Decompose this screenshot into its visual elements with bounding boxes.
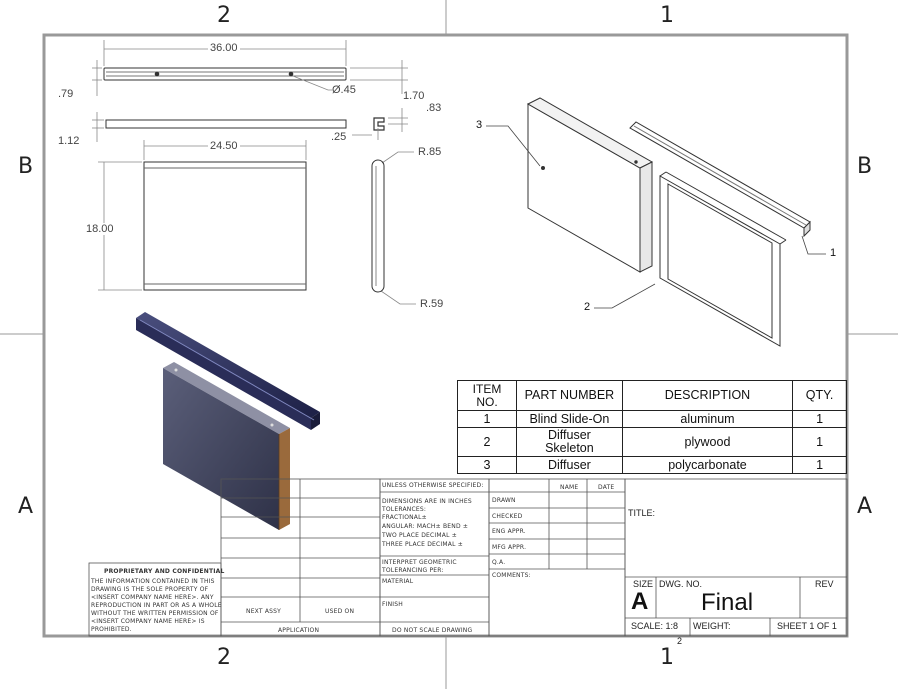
bom-row: 1 Blind Slide-On aluminum 1 — [457, 410, 847, 428]
zone-label-top-1: 1 — [660, 3, 674, 28]
panel-front-view — [143, 161, 307, 291]
dimension-lines — [92, 40, 416, 305]
bom-cell-item: 1 — [457, 410, 517, 428]
proprietary-line: <INSERT COMPANY NAME HERE> IS — [91, 618, 205, 625]
bom-row: 3 Diffuser polycarbonate 1 — [457, 456, 847, 474]
bom-cell-item: 2 — [457, 427, 517, 457]
bom-header-part: PART NUMBER — [515, 380, 623, 411]
bom-row: 2 Diffuser Skeleton plywood 1 — [457, 427, 847, 457]
tb-dims-in: DIMENSIONS ARE IN INCHES — [382, 498, 472, 505]
tb-qa: Q.A. — [492, 559, 506, 566]
tb-fractional: FRACTIONAL± — [382, 514, 427, 521]
tb-checked: CHECKED — [492, 513, 523, 520]
dim-height-79: .79 — [58, 88, 74, 100]
tb-comments: COMMENTS: — [492, 572, 531, 579]
tb-angular: ANGULAR: MACH± BEND ± — [382, 523, 469, 530]
bom-header-item: ITEM NO. — [457, 380, 517, 411]
zone-label-right-b: B — [857, 154, 873, 179]
title-block-grid — [88, 478, 848, 637]
tb-three-place: THREE PLACE DECIMAL ± — [382, 541, 463, 548]
bom-header-qty: QTY. — [792, 380, 847, 411]
dim-112: 1.12 — [58, 135, 80, 147]
zone-label-left-a: A — [18, 494, 34, 519]
tb-interpret: INTERPRET GEOMETRIC — [382, 559, 457, 566]
bom-cell-description: polycarbonate — [621, 456, 794, 474]
shaded-iso-view — [136, 312, 320, 530]
dim-25: .25 — [331, 131, 347, 143]
proprietary-line: PROHIBITED. — [91, 626, 132, 633]
dim-height: 18.00 — [86, 223, 114, 235]
iso-exploded-view — [526, 97, 811, 347]
balloon-2: 2 — [584, 301, 591, 313]
bill-of-materials: ITEM NO. PART NUMBER DESCRIPTION QTY. 1 … — [457, 380, 847, 474]
tb-size-value: A — [631, 588, 649, 615]
bom-header-description: DESCRIPTION — [621, 380, 794, 411]
bom-cell-qty: 1 — [792, 410, 847, 428]
tb-eng-appr: ENG APPR. — [492, 528, 526, 535]
panel-side-view — [371, 159, 385, 293]
dim-83: .83 — [426, 102, 442, 114]
dim-hole: Ø.45 — [332, 84, 356, 96]
zone-label-top-2: 2 — [217, 3, 231, 28]
zone-label-bottom-1: 1 — [660, 645, 674, 670]
proprietary-line: REPRODUCTION IN PART OR AS A WHOLE — [91, 602, 222, 609]
proprietary-line: <INSERT COMPANY NAME HERE>. ANY — [91, 594, 214, 601]
bom-cell-part: Diffuser Skeleton — [515, 427, 623, 457]
tb-application: APPLICATION — [278, 627, 320, 634]
tb-size-label: SIZE — [633, 579, 654, 589]
tb-two-place: TWO PLACE DECIMAL ± — [382, 532, 457, 539]
zone-label-bottom-2: 2 — [217, 645, 231, 670]
tb-finish: FINISH — [382, 601, 403, 608]
bom-cell-item: 3 — [457, 456, 517, 474]
bom-cell-part: Blind Slide-On — [515, 410, 623, 428]
tb-page-num: 2 — [677, 636, 683, 646]
dim-length: 36.00 — [208, 42, 240, 54]
dim-r85: R.85 — [418, 146, 442, 158]
bom-cell-description: plywood — [621, 427, 794, 457]
tb-date: DATE — [598, 484, 615, 491]
proprietary-line: THE INFORMATION CONTAINED IN THIS — [91, 578, 215, 585]
proprietary-line: DRAWING IS THE SOLE PROPERTY OF — [91, 586, 209, 593]
tb-sheet: SHEET 1 OF 1 — [777, 621, 837, 631]
tb-tolerancing: TOLERANCING PER: — [382, 567, 444, 574]
tb-used-on: USED ON — [325, 608, 355, 615]
bom-cell-description: aluminum — [621, 410, 794, 428]
dim-r59: R.59 — [420, 298, 444, 310]
rail-top-view — [103, 67, 347, 81]
tb-dwg-no-label: DWG. NO. — [659, 579, 702, 589]
tb-rev-label: REV — [815, 579, 834, 589]
tb-dwg-no-value: Final — [701, 589, 754, 616]
tb-mfg-appr: MFG APPR. — [492, 544, 527, 551]
tb-tolerances: TOLERANCES: — [382, 506, 427, 513]
zone-label-right-a: A — [857, 494, 873, 519]
tb-material: MATERIAL — [382, 578, 414, 585]
balloon-3: 3 — [476, 119, 483, 131]
zone-label-left-b: B — [18, 154, 34, 179]
tb-scale: SCALE: 1:8 — [631, 621, 679, 631]
bom-cell-qty: 1 — [792, 427, 847, 457]
tb-next-assy: NEXT ASSY — [246, 608, 282, 615]
balloon-leaders — [486, 125, 826, 309]
tb-do-not-scale: DO NOT SCALE DRAWING — [392, 627, 473, 634]
tb-unless: UNLESS OTHERWISE SPECIFIED: — [382, 482, 484, 489]
dim-170: 1.70 — [403, 90, 425, 102]
proprietary-line: WITHOUT THE WRITTEN PERMISSION OF — [91, 610, 219, 617]
tb-weight: WEIGHT: — [693, 621, 731, 631]
bom-cell-qty: 1 — [792, 456, 847, 474]
tb-title-label: TITLE: — [628, 508, 656, 518]
balloon-1: 1 — [830, 247, 837, 259]
tb-drawn: DRAWN — [492, 497, 516, 504]
tb-name: NAME — [560, 484, 579, 491]
bom-cell-part: Diffuser — [515, 456, 623, 474]
dim-width: 24.50 — [208, 140, 240, 152]
proprietary-heading: PROPRIETARY AND CONFIDENTIAL — [104, 568, 225, 575]
